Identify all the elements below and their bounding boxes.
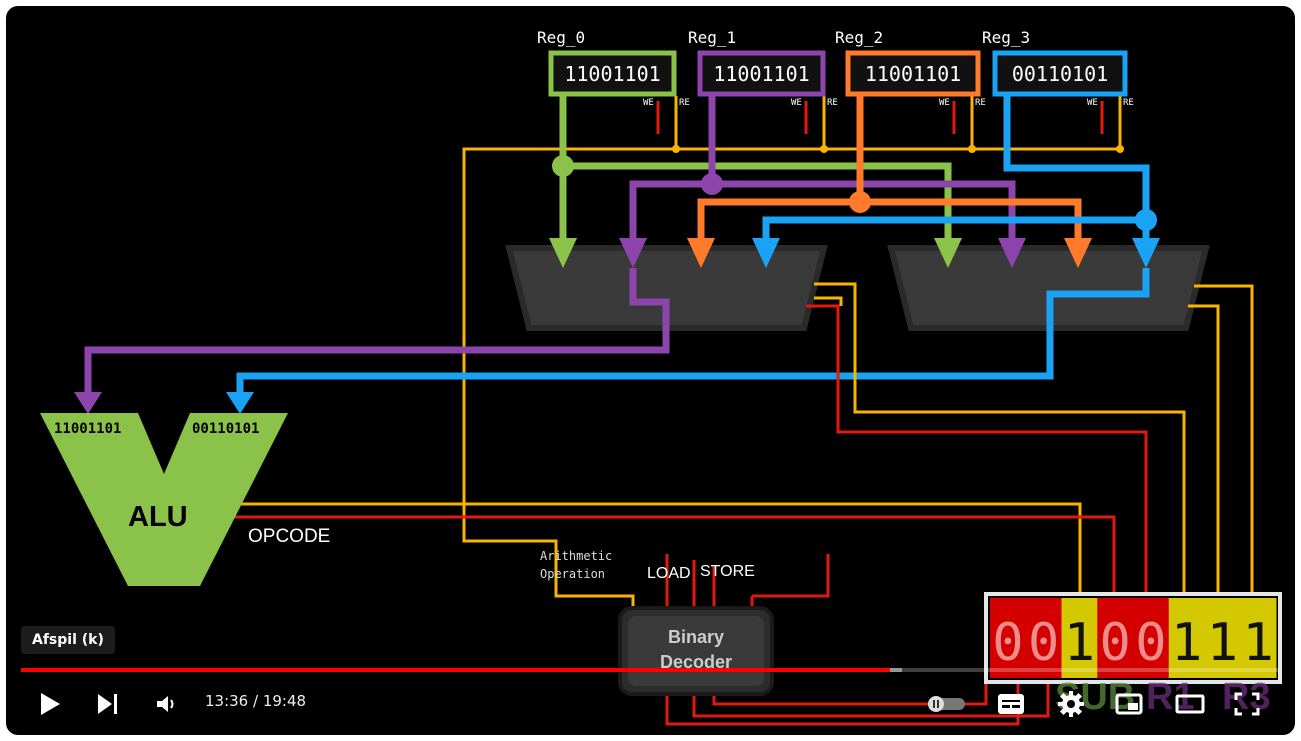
subtitles-icon <box>998 694 1024 714</box>
instruction-bit-5: 1 <box>1171 613 1202 673</box>
reg2-label: Reg_2 <box>835 28 884 47</box>
volume-icon <box>157 696 174 712</box>
instruction-bit-6: 1 <box>1207 613 1238 673</box>
read-enable-junctions <box>672 145 1124 153</box>
time-display: 13:36 / 19:48 <box>205 692 306 710</box>
instruction-bit-cell-3 <box>1097 598 1134 678</box>
instruction-bit-2: 1 <box>1064 613 1095 673</box>
reg2-value: 11001101 <box>864 62 962 86</box>
subtitles-button[interactable] <box>994 688 1028 720</box>
mux-input-arrows <box>549 238 1160 268</box>
reg3-bus <box>762 96 1150 246</box>
instruction-bit-cell-5 <box>1168 598 1205 678</box>
fullscreen-icon <box>1234 692 1260 716</box>
theater-mode-button[interactable] <box>1172 688 1208 720</box>
duration: 19:48 <box>262 692 307 710</box>
reg1-we: WE <box>791 98 802 108</box>
settings-button[interactable] <box>1054 688 1088 720</box>
play-tooltip: Afspil (k) <box>21 626 115 654</box>
reg2-bus <box>697 96 1082 246</box>
autoplay-toggle[interactable] <box>924 694 968 714</box>
alu-shape <box>40 413 288 586</box>
instruction-bit-cell-7 <box>1240 598 1277 678</box>
instruction-bit-7: 1 <box>1242 613 1273 673</box>
play-icon <box>41 693 60 715</box>
alu-label: ALU <box>128 501 188 533</box>
decoder-label-line1: Binary <box>667 627 725 647</box>
bus-junctions <box>552 155 1157 231</box>
mux-right-output <box>236 268 1150 398</box>
alu-input-a: 11001101 <box>54 421 122 437</box>
alu-input-b: 00110101 <box>192 421 260 437</box>
miniplayer-button[interactable] <box>1112 688 1146 720</box>
instruction-bit-cell-4 <box>1133 598 1170 678</box>
progress-played <box>21 668 890 672</box>
reg3-value: 00110101 <box>1011 62 1109 86</box>
time-separator: / <box>248 692 263 710</box>
write-enable-stubs <box>656 101 1104 134</box>
progress-bar[interactable] <box>21 668 1280 672</box>
arithmetic-label-line1: Arithmetic <box>540 549 613 563</box>
volume-button[interactable] <box>150 688 182 720</box>
reg3-re: RE <box>1123 98 1134 108</box>
instruction-bit-cell-6 <box>1204 598 1241 678</box>
read-enable-bus <box>462 96 1122 614</box>
instruction-bit-3: 0 <box>1099 613 1130 673</box>
fullscreen-button[interactable] <box>1230 688 1264 720</box>
miniplayer-icon <box>1115 693 1143 715</box>
reg1-re: RE <box>827 98 838 108</box>
instruction-bit-4: 0 <box>1135 613 1166 673</box>
decoder-label-line2: Decoder <box>659 652 733 672</box>
mux-left <box>505 245 828 331</box>
reg1-label: Reg_1 <box>688 28 737 47</box>
opcode-label: OPCODE <box>248 526 331 547</box>
register-boxes <box>548 50 1128 97</box>
control-wires-yellow <box>236 282 1254 598</box>
reg0-label: Reg_0 <box>537 28 586 47</box>
reg3-label: Reg_3 <box>982 28 1031 47</box>
play-button[interactable] <box>34 688 66 720</box>
instruction-bit-cell-1 <box>1025 598 1062 678</box>
reg2-re: RE <box>975 98 986 108</box>
reg0-we: WE <box>643 98 654 108</box>
instruction-bit-cell-0 <box>990 598 1027 678</box>
instruction-bit-cell-2 <box>1061 598 1098 678</box>
reg1-value: 11001101 <box>713 62 810 86</box>
current-time: 13:36 <box>205 692 249 710</box>
reg0-re: RE <box>679 98 690 108</box>
instruction-r3-overlay: R3 <box>1222 676 1271 718</box>
theater-icon <box>1175 694 1205 714</box>
next-icon <box>98 694 117 714</box>
load-label: LOAD <box>647 565 691 582</box>
instruction-bit-1: 0 <box>1028 613 1059 673</box>
reg1-bus <box>629 96 1016 246</box>
autoplay-toggle-icon <box>928 696 965 712</box>
mux-left-output <box>84 268 670 398</box>
store-label: STORE <box>700 563 755 580</box>
next-button[interactable] <box>92 688 124 720</box>
gear-icon <box>1058 691 1084 717</box>
reg2-we: WE <box>939 98 950 108</box>
mux-right <box>887 245 1210 331</box>
reg3-we: WE <box>1087 98 1098 108</box>
arithmetic-label-line2: Operation <box>540 567 606 581</box>
instruction-bit-0: 0 <box>992 613 1023 673</box>
reg0-value: 11001101 <box>564 62 661 86</box>
